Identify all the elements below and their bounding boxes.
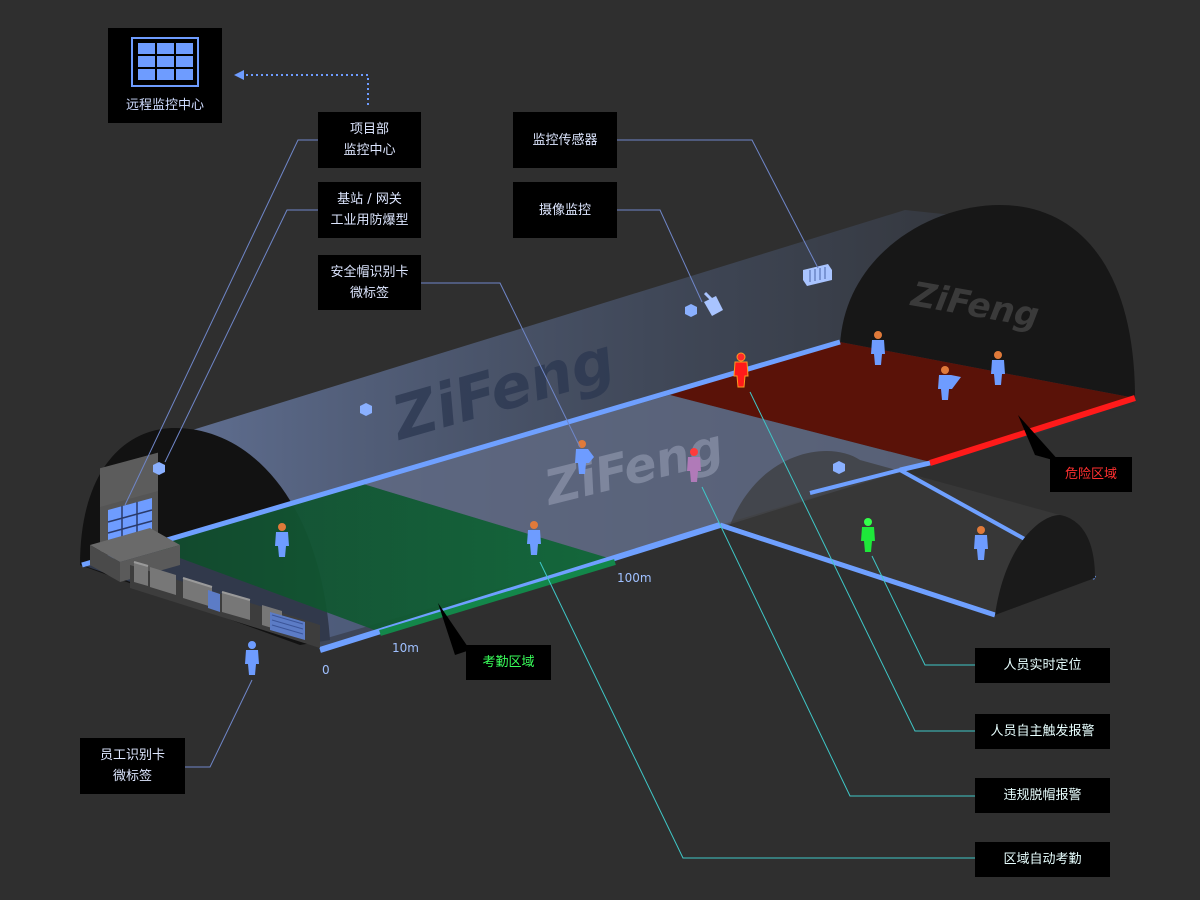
callout-monitor-sensor-line1: 监控传感器: [532, 132, 598, 148]
base-station-device-1: [153, 462, 165, 475]
attendance-zone-text: 考勤区域: [482, 655, 535, 670]
worker-danger-1: [871, 331, 885, 365]
callout-project-center: 项目部 监控中心: [318, 112, 421, 168]
callout-employee-tag: 员工识别卡 微标签: [80, 738, 185, 794]
floor-edge-mid: [899, 460, 931, 473]
function-sos-alarm-text: 人员自主触发报警: [990, 724, 1095, 739]
leader-lines-cyan: [539, 391, 975, 859]
worker-danger-2: [938, 366, 961, 400]
callout-helmet-tag-line2: 微标签: [349, 285, 389, 301]
function-auto-attendance-text: 区域自动考勤: [1003, 852, 1082, 867]
callout-camera: 摄像监控: [513, 182, 617, 238]
leader-lines-blue: [124, 139, 819, 768]
worker-attendance-2: [527, 521, 541, 555]
function-realtime-location-text: 人员实时定位: [1003, 658, 1082, 673]
worker-near-gate: [245, 641, 259, 675]
function-auto-attendance: 区域自动考勤: [975, 842, 1110, 877]
remote-link-arrow: [234, 70, 244, 80]
callout-base-station: 基站 / 网关 工业用防爆型: [318, 182, 421, 238]
worker-branch: [974, 526, 988, 560]
base-station-device-2: [360, 403, 372, 416]
danger-zone-text: 危险区域: [1064, 467, 1117, 482]
branch-portal: [995, 515, 1095, 615]
scale-10m: 10m: [392, 641, 419, 655]
worker-attendance-1: [275, 523, 289, 557]
scale-100m: 100m: [617, 571, 652, 585]
callout-helmet-tag-line1: 安全帽识别卡: [330, 264, 409, 280]
worker-no-helmet: [687, 448, 701, 482]
monitor-wall: [90, 452, 180, 582]
worker-located: [861, 518, 875, 552]
remote-link: [240, 74, 369, 105]
gray-mid-floor: [360, 395, 930, 560]
function-helmet-alarm-text: 违规脱帽报警: [1003, 788, 1082, 803]
callout-camera-line1: 摄像监控: [538, 202, 591, 218]
callout-base-station-line2: 工业用防爆型: [330, 213, 409, 228]
callout-project-center-line1: 项目部: [349, 122, 389, 137]
remote-center-label: 远程监控中心: [125, 98, 204, 113]
callout-employee-tag-line2: 微标签: [112, 769, 152, 784]
camera-device: [703, 291, 723, 316]
floor-edge-back: [81, 339, 841, 568]
base-station-device-3: [685, 304, 697, 317]
callout-project-center-line2: 监控中心: [343, 143, 396, 158]
danger-zone-label: 危险区域: [1050, 457, 1132, 492]
function-sos-alarm: 人员自主触发报警: [975, 714, 1110, 749]
callout-monitor-sensor: 监控传感器: [513, 112, 617, 168]
attendance-zone-label: 考勤区域: [466, 645, 551, 680]
sensor-device: [803, 264, 832, 286]
floor-edge-front-green: [379, 559, 616, 636]
function-realtime-location: 人员实时定位: [975, 648, 1110, 683]
danger-zone-pointer: [1018, 415, 1060, 462]
worker-sos-alarm: [733, 352, 749, 388]
callout-helmet-tag: 安全帽识别卡 微标签: [318, 255, 421, 310]
remote-monitoring-center: 远程监控中心: [108, 28, 222, 123]
monitor-grid-icon: [131, 37, 199, 87]
floor-edge-danger: [929, 395, 1136, 466]
function-helmet-alarm: 违规脱帽报警: [975, 778, 1110, 813]
gate-barrier: [130, 561, 320, 648]
callout-employee-tag-line1: 员工识别卡: [99, 748, 165, 763]
worker-danger-3: [991, 351, 1005, 385]
callout-base-station-line1: 基站 / 网关: [337, 192, 402, 207]
scale-zero: 0: [322, 663, 330, 677]
attendance-zone-pointer: [438, 603, 470, 655]
branch-floor-edge-1: [719, 522, 996, 618]
base-station-device-4: [833, 461, 845, 474]
